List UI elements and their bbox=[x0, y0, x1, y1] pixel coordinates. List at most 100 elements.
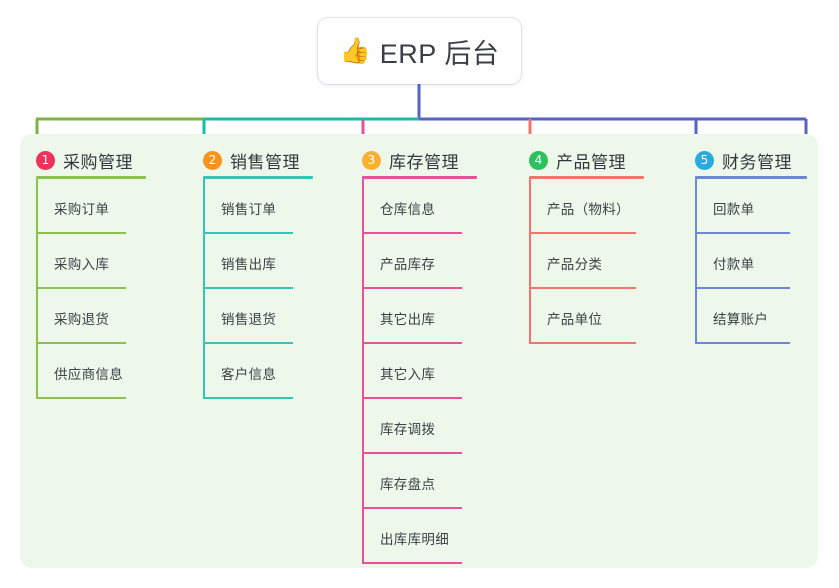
column-header-underline bbox=[529, 176, 644, 179]
leaf-item-underline bbox=[203, 232, 293, 234]
leaf-item[interactable]: 回款单 bbox=[695, 179, 792, 234]
root-node[interactable]: 👍 ERP 后台 bbox=[318, 18, 521, 84]
leaf-item[interactable]: 结算账户 bbox=[695, 289, 792, 344]
leaf-item-label: 供应商信息 bbox=[54, 367, 123, 382]
leaf-item-underline bbox=[36, 342, 126, 344]
leaf-item[interactable]: 采购订单 bbox=[36, 179, 133, 234]
leaf-item-underline bbox=[36, 232, 126, 234]
leaf-item-underline bbox=[203, 342, 293, 344]
column-header-underline bbox=[36, 176, 146, 179]
column-title: 财务管理 bbox=[722, 152, 792, 172]
column-spine bbox=[203, 179, 205, 399]
leaf-item-label: 采购退货 bbox=[54, 312, 110, 327]
leaf-item[interactable]: 其它入库 bbox=[362, 344, 462, 399]
leaf-item-underline bbox=[362, 287, 462, 289]
column-items: 产品（物料） 产品分类产品单位 bbox=[529, 179, 636, 344]
leaf-item-label: 其它出库 bbox=[380, 312, 436, 327]
leaf-item-label: 其它入库 bbox=[380, 367, 436, 382]
column-title: 采购管理 bbox=[63, 152, 133, 172]
column-spine bbox=[695, 179, 697, 344]
leaf-item[interactable]: 付款单 bbox=[695, 234, 792, 289]
leaf-item-underline bbox=[362, 507, 462, 509]
leaf-item-label: 库存盘点 bbox=[380, 477, 436, 492]
column-items: 回款单付款单结算账户 bbox=[695, 179, 792, 344]
leaf-item-underline bbox=[695, 232, 790, 234]
column-header-3[interactable]: 3 库存管理 bbox=[362, 144, 459, 176]
leaf-item[interactable]: 客户信息 bbox=[203, 344, 300, 399]
leaf-item[interactable]: 仓库信息 bbox=[362, 179, 462, 234]
leaf-item[interactable]: 产品（物料） bbox=[529, 179, 636, 234]
column-4: 4 产品管理产品（物料） 产品分类产品单位 bbox=[529, 144, 644, 344]
leaf-item[interactable]: 销售出库 bbox=[203, 234, 300, 289]
leaf-item-label: 产品库存 bbox=[380, 257, 436, 272]
column-number-badge: 5 bbox=[695, 150, 714, 170]
leaf-item-underline bbox=[695, 287, 790, 289]
column-title: 销售管理 bbox=[230, 152, 300, 172]
leaf-item[interactable]: 产品单位 bbox=[529, 289, 636, 344]
column-header-2[interactable]: 2 销售管理 bbox=[203, 144, 300, 176]
column-2: 2 销售管理销售订单销售出库销售退货客户信息 bbox=[203, 144, 313, 399]
leaf-item-label: 出库库明细 bbox=[380, 532, 449, 547]
leaf-item[interactable]: 出库库明细 bbox=[362, 509, 462, 564]
leaf-item-label: 销售出库 bbox=[221, 257, 277, 272]
column-spine bbox=[36, 179, 38, 399]
leaf-item-label: 采购订单 bbox=[54, 202, 110, 217]
leaf-item-underline bbox=[695, 342, 790, 344]
column-title: 库存管理 bbox=[389, 152, 459, 172]
column-number-badge: 2 bbox=[203, 150, 222, 170]
leaf-item-label: 付款单 bbox=[713, 257, 755, 272]
leaf-item-label: 结算账户 bbox=[713, 312, 769, 327]
leaf-item-label: 客户信息 bbox=[221, 367, 277, 382]
leaf-item-label: 采购入库 bbox=[54, 257, 110, 272]
leaf-item-underline bbox=[529, 232, 636, 234]
column-items: 销售订单销售出库销售退货客户信息 bbox=[203, 179, 300, 399]
leaf-item[interactable]: 销售订单 bbox=[203, 179, 300, 234]
leaf-item[interactable]: 产品分类 bbox=[529, 234, 636, 289]
leaf-item-label: 产品（物料） bbox=[547, 202, 630, 217]
column-header-5[interactable]: 5 财务管理 bbox=[695, 144, 792, 176]
leaf-item[interactable]: 采购退货 bbox=[36, 289, 133, 344]
leaf-item[interactable]: 采购入库 bbox=[36, 234, 133, 289]
column-header-4[interactable]: 4 产品管理 bbox=[529, 144, 626, 176]
thumbs-up-icon: 👍 bbox=[339, 36, 371, 65]
leaf-item-underline bbox=[362, 342, 462, 344]
diagram-panel bbox=[20, 134, 818, 568]
leaf-item[interactable]: 库存调拨 bbox=[362, 399, 462, 454]
leaf-item[interactable]: 库存盘点 bbox=[362, 454, 462, 509]
leaf-item[interactable]: 供应商信息 bbox=[36, 344, 133, 399]
column-spine bbox=[362, 179, 364, 564]
leaf-item-label: 产品单位 bbox=[547, 312, 603, 327]
column-5: 5 财务管理回款单付款单结算账户 bbox=[695, 144, 807, 344]
leaf-item-label: 产品分类 bbox=[547, 257, 603, 272]
leaf-item-label: 销售订单 bbox=[221, 202, 277, 217]
column-header-underline bbox=[362, 176, 477, 179]
leaf-item-label: 回款单 bbox=[713, 202, 755, 217]
column-title: 产品管理 bbox=[556, 152, 626, 172]
leaf-item-label: 库存调拨 bbox=[380, 422, 436, 437]
column-header-underline bbox=[695, 176, 807, 179]
column-number-badge: 3 bbox=[362, 150, 381, 170]
leaf-item-underline bbox=[362, 232, 462, 234]
column-number-badge: 4 bbox=[529, 150, 548, 170]
leaf-item-underline bbox=[529, 287, 636, 289]
leaf-item-underline bbox=[36, 287, 126, 289]
leaf-item-underline bbox=[362, 397, 462, 399]
leaf-item-underline bbox=[362, 562, 462, 564]
leaf-item-label: 销售退货 bbox=[221, 312, 277, 327]
leaf-item[interactable]: 产品库存 bbox=[362, 234, 462, 289]
leaf-item-underline bbox=[36, 397, 126, 399]
leaf-item-underline bbox=[203, 397, 293, 399]
root-title: ERP 后台 bbox=[379, 38, 500, 69]
column-3: 3 库存管理仓库信息产品库存其它出库其它入库库存调拨库存盘点出库库明细 bbox=[362, 144, 477, 564]
column-items: 仓库信息产品库存其它出库其它入库库存调拨库存盘点出库库明细 bbox=[362, 179, 462, 564]
leaf-item-underline bbox=[203, 287, 293, 289]
leaf-item-underline bbox=[529, 342, 636, 344]
column-items: 采购订单采购入库采购退货供应商信息 bbox=[36, 179, 133, 399]
leaf-item-underline bbox=[362, 452, 462, 454]
leaf-item[interactable]: 其它出库 bbox=[362, 289, 462, 344]
leaf-item[interactable]: 销售退货 bbox=[203, 289, 300, 344]
column-spine bbox=[529, 179, 531, 344]
leaf-item-label: 仓库信息 bbox=[380, 202, 436, 217]
